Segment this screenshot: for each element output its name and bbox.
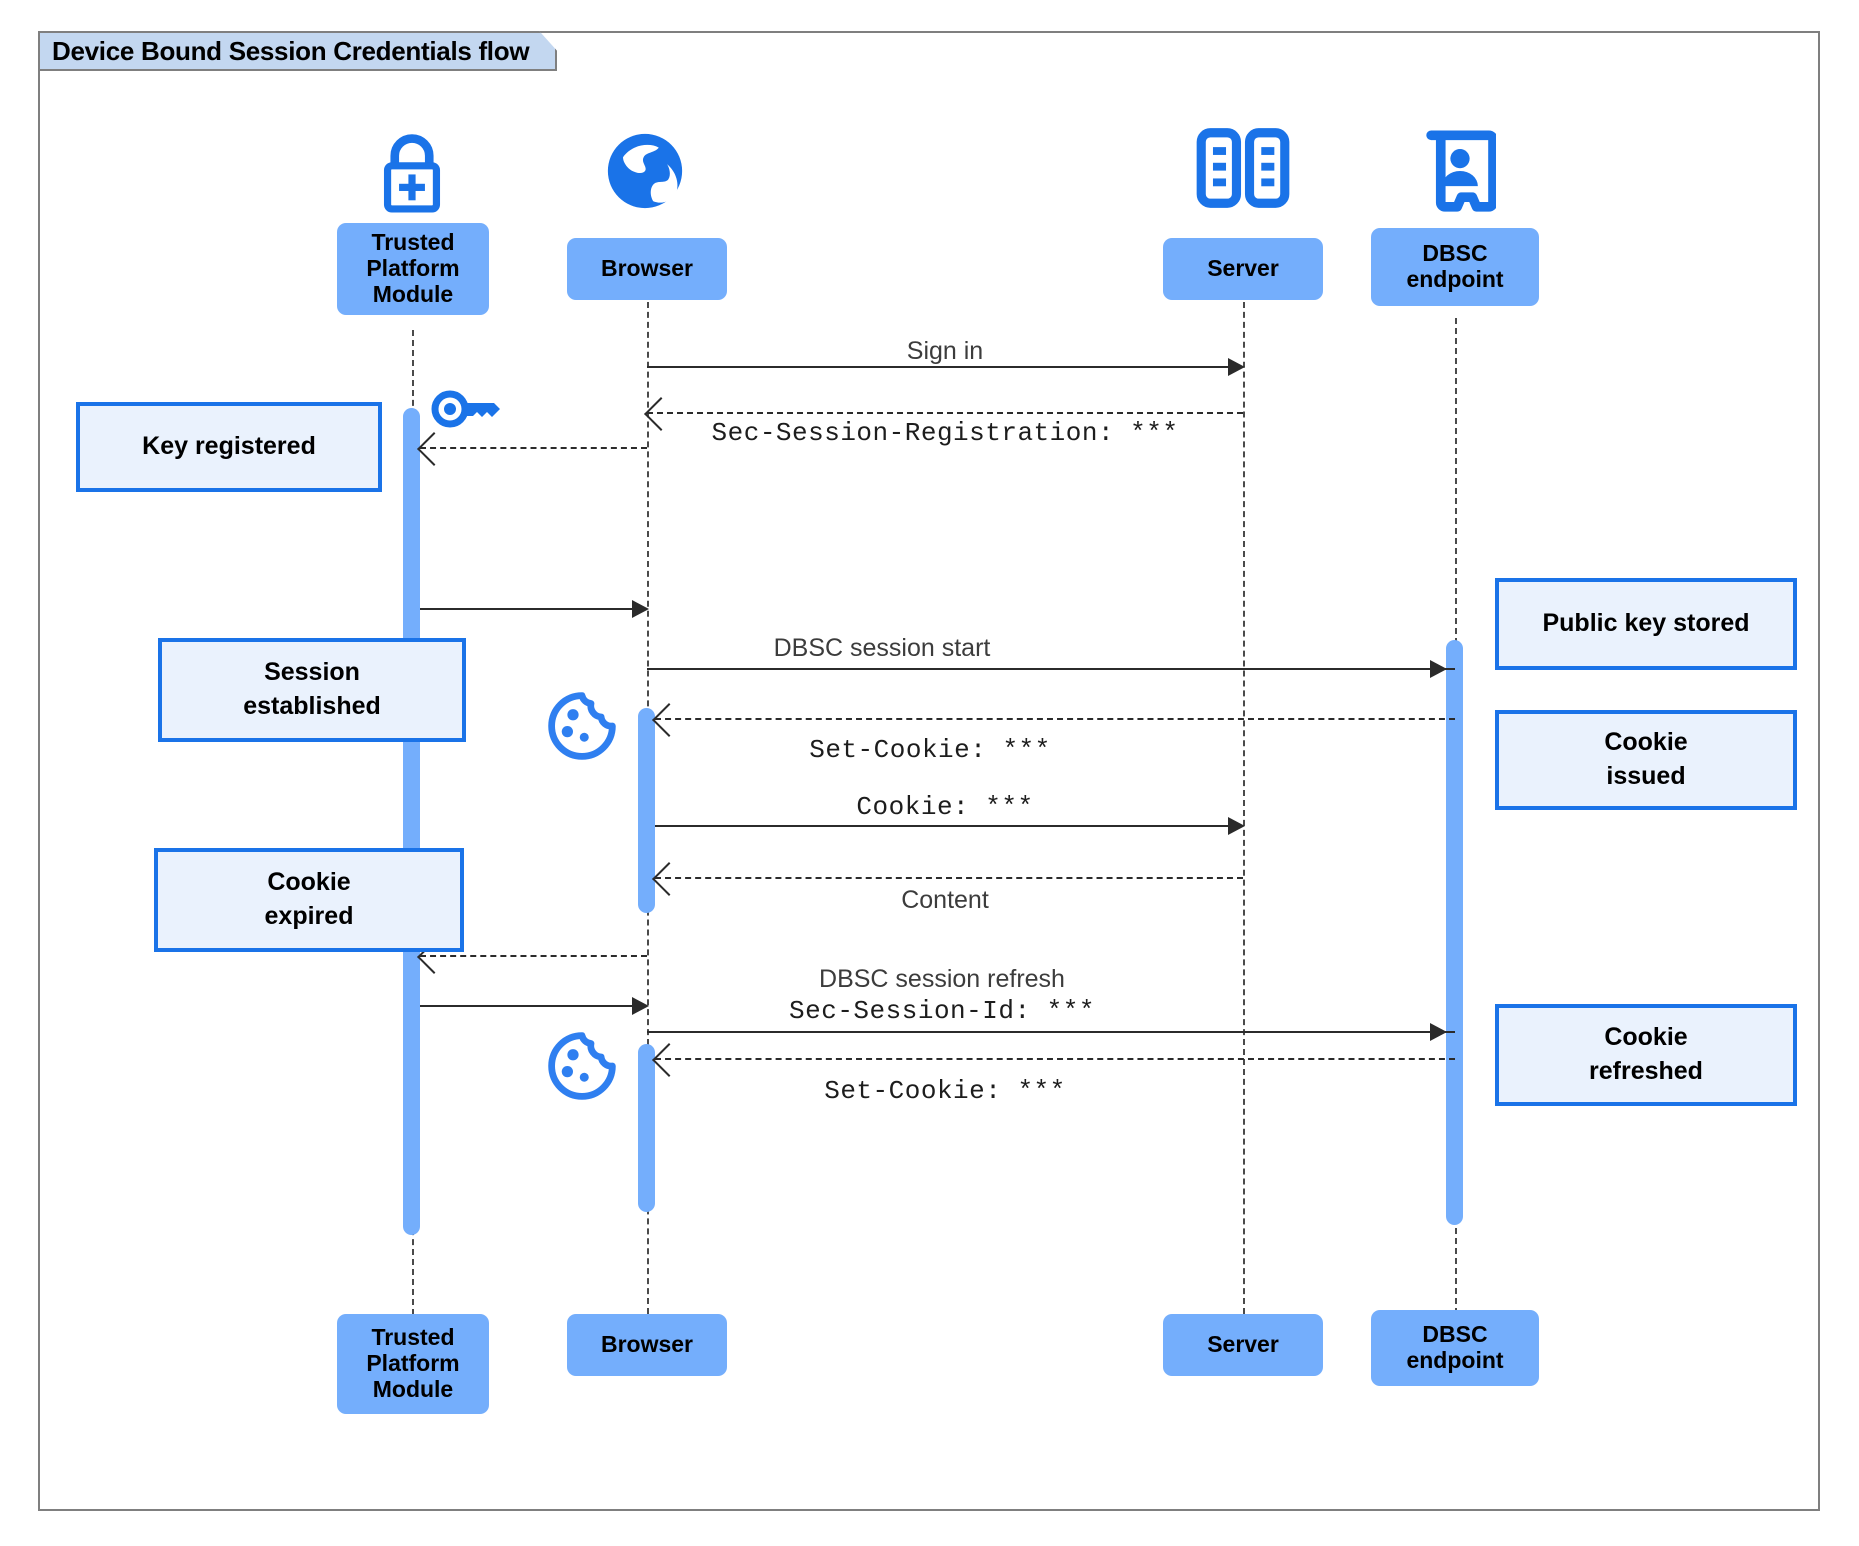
arrowhead-dbsc-session-refresh (1430, 1023, 1447, 1041)
message-line-browser-to-tpm-refresh (420, 955, 647, 957)
arrowhead-tpm-to-browser-key (632, 600, 649, 618)
participant-server-bottom-label: Server (1207, 1331, 1279, 1358)
participant-dbsc-bottom-label: DBSC endpoint (1406, 1321, 1504, 1373)
participant-browser-top[interactable]: Browser (567, 238, 727, 300)
message-line-tpm-to-browser-refresh (420, 1005, 647, 1007)
participant-tpm-top-label: Trusted Platform Module (366, 229, 460, 307)
participant-browser-bottom-label: Browser (600, 1331, 694, 1358)
lock-plus-icon (366, 127, 458, 219)
participant-server-top-label: Server (1207, 255, 1279, 282)
activation-browser-refresh (638, 1044, 655, 1212)
message-label-set-cookie-1: Set-Cookie: *** (809, 735, 1051, 765)
participant-dbsc-top-label: DBSC endpoint (1406, 240, 1504, 292)
message-line-dbsc-session-start (647, 668, 1455, 670)
message-line-set-cookie-1 (655, 718, 1455, 720)
participant-server-bottom[interactable]: Server (1163, 1314, 1323, 1376)
note-session-established-text: Session established (243, 658, 381, 720)
note-cookie-refreshed: Cookie refreshed (1495, 1004, 1797, 1106)
participant-dbsc-top[interactable]: DBSC endpoint (1371, 228, 1539, 306)
message-label-dbsc-session-start: DBSC session start (773, 634, 991, 662)
key-icon (430, 383, 502, 435)
participant-server-top[interactable]: Server (1163, 238, 1323, 300)
message-line-browser-to-tpm-key (420, 447, 647, 449)
message-line-sign-in (647, 366, 1243, 368)
message-line-set-cookie-2 (655, 1058, 1455, 1060)
participant-browser-bottom[interactable]: Browser (567, 1314, 727, 1376)
note-key-registered-text: Key registered (142, 432, 316, 461)
participant-tpm-top[interactable]: Trusted Platform Module (337, 223, 489, 315)
message-label-dbsc-session-refresh: DBSC session refresh (819, 965, 1065, 993)
message-label-set-cookie-2: Set-Cookie: *** (824, 1076, 1066, 1106)
activation-dbsc (1446, 640, 1463, 1225)
arrowhead-dbsc-session-start (1430, 660, 1447, 678)
arrowhead-tpm-to-browser-refresh (632, 997, 649, 1015)
message-label-content: Content (901, 886, 989, 914)
note-cookie-expired: Cookie expired (154, 848, 464, 952)
cookie-icon (546, 690, 618, 762)
message-line-tpm-to-browser-key (420, 608, 647, 610)
note-cookie-issued: Cookie issued (1495, 710, 1797, 810)
message-line-sec-session-registration (647, 412, 1243, 414)
diagram-title: Device Bound Session Credentials flow (38, 31, 557, 71)
participant-tpm-bottom-label: Trusted Platform Module (366, 1324, 460, 1402)
cookie-icon (546, 1030, 618, 1102)
message-label-sec-session-id: Sec-Session-Id: *** (789, 996, 1095, 1026)
note-public-key-stored: Public key stored (1495, 578, 1797, 670)
message-line-content (655, 877, 1243, 879)
note-cookie-issued-text: Cookie issued (1604, 728, 1688, 790)
server-racks-icon (1196, 127, 1290, 209)
activation-tpm (403, 408, 420, 1235)
participant-dbsc-bottom[interactable]: DBSC endpoint (1371, 1310, 1539, 1386)
note-cookie-refreshed-text: Cookie refreshed (1589, 1023, 1703, 1085)
message-line-dbsc-session-refresh (647, 1031, 1455, 1033)
participant-browser-top-label: Browser (600, 255, 694, 282)
message-label-sign-in: Sign in (906, 337, 984, 365)
participant-tpm-bottom[interactable]: Trusted Platform Module (337, 1314, 489, 1414)
note-session-established: Session established (158, 638, 466, 742)
arrowhead-cookie (1228, 817, 1245, 835)
note-cookie-expired-text: Cookie expired (264, 868, 354, 930)
arrowhead-sign-in (1228, 358, 1245, 376)
activation-browser-session (638, 708, 655, 913)
message-label-sec-session-registration: Sec-Session-Registration: *** (711, 418, 1179, 448)
globe-icon (601, 127, 689, 215)
note-key-registered: Key registered (76, 402, 382, 492)
message-label-cookie: Cookie: *** (856, 792, 1034, 822)
lifeline-server (1243, 292, 1245, 1314)
message-line-cookie (655, 825, 1243, 827)
id-badge-icon (1424, 127, 1498, 215)
note-public-key-stored-text: Public key stored (1542, 609, 1750, 638)
